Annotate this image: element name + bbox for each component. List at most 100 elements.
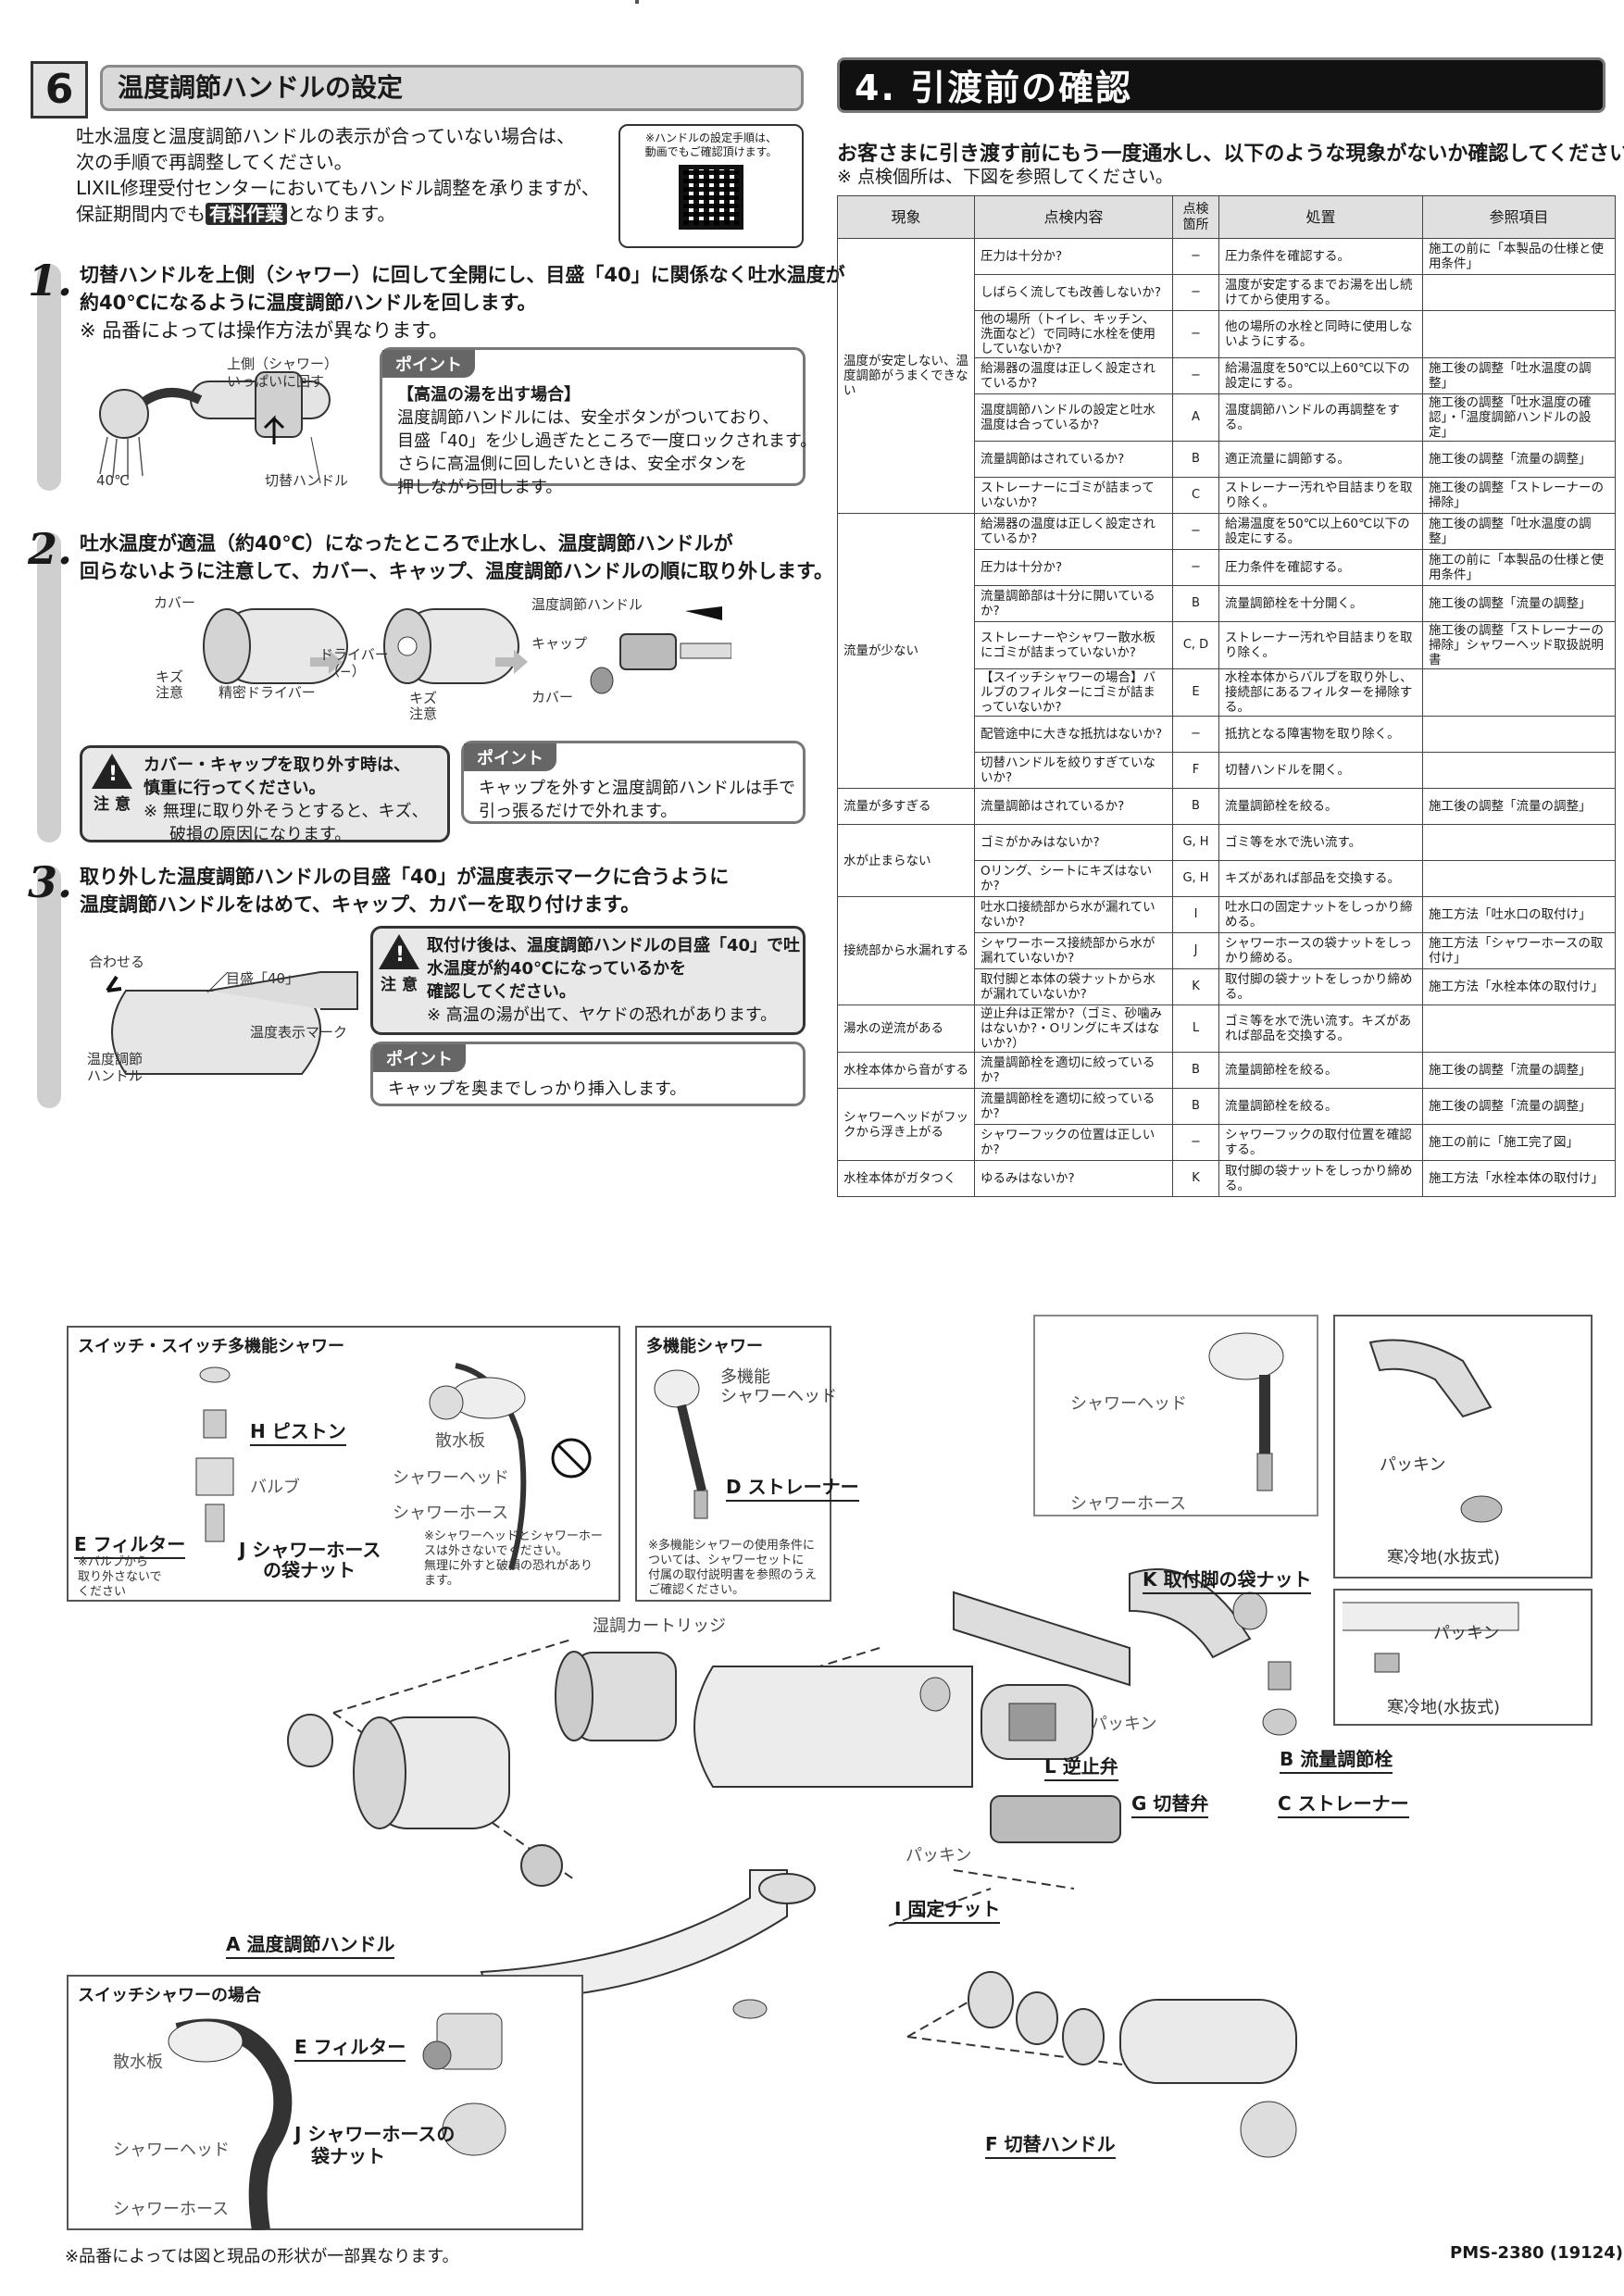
action-cell: 給湯温度を50℃以上60℃以下の設定にする。 <box>1218 357 1423 394</box>
step2-number: 2. <box>28 524 73 574</box>
reference-cell: 施工の前に「本製品の仕様と使用条件」 <box>1422 549 1616 586</box>
inset-switch-shower-case-drawing <box>168 2013 506 2230</box>
point-cell: − <box>1172 549 1219 586</box>
point-cell: − <box>1172 513 1219 550</box>
table-row: 湯水の逆流がある逆止弁は正常か?（ゴミ、砂噛みはないか?・Oリングにキズはないか… <box>837 1004 1616 1053</box>
point-cell: I <box>1172 896 1219 933</box>
point-cell: B <box>1172 1088 1219 1125</box>
reference-cell <box>1422 1004 1616 1053</box>
point-cell: B <box>1172 585 1219 622</box>
table-row: しばらく流しても改善しないか?−温度が安定するまでお湯を出し続けてから使用する。 <box>838 274 1616 311</box>
section4-title: 4. 引渡前の確認 <box>837 57 1605 113</box>
item-cell: 給湯器の温度は正しく設定されているか? <box>974 513 1173 550</box>
reference-cell: 施工の前に「本製品の仕様と使用条件」 <box>1422 238 1616 275</box>
point-cell: E <box>1172 668 1219 717</box>
paid-work-badge: 有料作業 <box>206 203 287 225</box>
reference-cell: 施工後の調整「吐水温度の確認」・「温度調節ハンドルの設定」 <box>1422 393 1616 442</box>
item-cell: しばらく流しても改善しないか? <box>974 274 1173 311</box>
inset-cold-region-1-drawing <box>1368 1339 1503 1523</box>
action-cell: ゴミ等を水で洗い流す。 <box>1218 824 1423 861</box>
item-cell: 逆止弁は正常か?（ゴミ、砂噛みはないか?・Oリングにキズはないか?） <box>974 1004 1173 1053</box>
inset-switch-shower-drawing <box>195 1363 592 1570</box>
item-cell: 【スイッチシャワーの場合】バルブのフィルターにゴミが詰まっていないか? <box>974 668 1173 717</box>
section-title: 温度調節ハンドルの設定 <box>100 65 804 111</box>
point-cell: B <box>1172 1052 1219 1089</box>
reference-cell: 施工後の調整「流量の調整」 <box>1422 1052 1616 1089</box>
symptom-cell: 流量が多すぎる <box>837 788 975 825</box>
item-cell: 温度調節ハンドルの設定と吐水温度は合っているか? <box>974 393 1173 442</box>
step3-caution-box: 注 意 取付け後は、温度調節ハンドルの目盛「40」で吐 水温度が約40℃になって… <box>370 926 806 1035</box>
item-cell: 流量調節はされているか? <box>974 788 1173 825</box>
item-cell: 流量調節はされているか? <box>974 441 1173 478</box>
table-row: 給湯器の温度は正しく設定されているか?−給湯温度を50℃以上60℃以下の設定にす… <box>838 357 1616 394</box>
point-cell: B <box>1172 441 1219 478</box>
warning-icon: 注 意 <box>379 934 419 1027</box>
step2-illustration <box>203 606 731 694</box>
action-cell: 流量調節栓を十分開く。 <box>1218 585 1423 622</box>
point-cell: L <box>1172 1004 1219 1053</box>
item-cell: 取付脚と本体の袋ナットから水が漏れていないか? <box>974 968 1173 1005</box>
point-cell: F <box>1172 752 1219 789</box>
reference-cell <box>1422 752 1616 789</box>
action-cell: シャワーフックの取付位置を確認する。 <box>1218 1124 1423 1161</box>
point-cell: − <box>1172 357 1219 394</box>
action-cell: シャワーホースの袋ナットをしっかり締める。 <box>1218 932 1423 969</box>
exploded-view-drawing <box>287 1568 1297 2158</box>
step3-text: 取り外した温度調節ハンドルの目盛「40」が温度表示マークに合うように 温度調節ハ… <box>80 866 730 916</box>
table-row: 他の場所（トイレ、キッチン、洗面など）で同時に水栓を使用していないか?−他の場所… <box>838 310 1616 358</box>
step1-point-box: ポイント 【高温の湯を出す場合】 温度調節ハンドルには、安全ボタンがついており、… <box>380 347 817 497</box>
item-cell: ゴミがかみはないか? <box>974 824 1173 861</box>
col-symptom: 現象 <box>837 195 975 239</box>
action-cell: 温度が安定するまでお湯を出し続けてから使用する。 <box>1218 274 1423 311</box>
qr-code-icon[interactable] <box>679 165 743 230</box>
reference-cell: 施工方法「水栓本体の取付け」 <box>1422 968 1616 1005</box>
section4-sub: ※ 点検個所は、下図を参照してください。 <box>837 167 1173 187</box>
point-cell: J <box>1172 932 1219 969</box>
symptom-cell: シャワーヘッドがフックから浮き上がる <box>837 1088 975 1161</box>
step3-number: 3. <box>28 857 73 907</box>
point-cell: − <box>1172 310 1219 358</box>
action-cell: キズがあれば部品を交換する。 <box>1218 860 1423 897</box>
symptom-cell: 湯水の逆流がある <box>837 1004 975 1053</box>
action-cell: ゴミ等を水で洗い流す。キズがあれば部品を交換する。 <box>1218 1004 1423 1053</box>
inset-shower-head-drawing <box>1208 1332 1284 1491</box>
reference-cell <box>1422 824 1616 861</box>
inspection-table: 現象 点検内容 点検箇所 処置 参照項目 温度が安定しない、温度調節がうまくでき… <box>837 195 1616 1197</box>
action-cell: 取付脚の袋ナットをしっかり締める。 <box>1218 968 1423 1005</box>
action-cell: 抵抗となる障害物を取り除く。 <box>1218 716 1423 753</box>
item-cell: ストレーナーにゴミが詰まっていないか? <box>974 477 1173 514</box>
step3-illustration <box>106 971 358 1075</box>
col-point: 点検箇所 <box>1172 195 1219 239</box>
symptom-cell: 水が止まらない <box>837 824 975 897</box>
reference-cell: 施工後の調整「流量の調整」 <box>1422 585 1616 622</box>
point-cell: − <box>1172 716 1219 753</box>
item-cell: 圧力は十分か? <box>974 238 1173 275</box>
item-cell: 流量調節部は十分に開いているか? <box>974 585 1173 622</box>
reference-cell: 施工方法「水栓本体の取付け」 <box>1422 1160 1616 1197</box>
table-row: 配管途中に大きな抵抗はないか?−抵抗となる障害物を取り除く。 <box>838 716 1616 753</box>
reference-cell: 施工後の調整「流量の調整」 <box>1422 441 1616 478</box>
action-cell: 流量調節栓を絞る。 <box>1218 1052 1423 1089</box>
point-cell: A <box>1172 393 1219 442</box>
section6-intro: 吐水温度と温度調節ハンドルの表示が合っていない場合は、 次の手順で再調整してくだ… <box>76 125 600 225</box>
item-cell: 流量調節栓を適切に絞っているか? <box>974 1088 1173 1125</box>
action-cell: 圧力条件を確認する。 <box>1218 549 1423 586</box>
col-reference: 参照項目 <box>1422 195 1616 239</box>
action-cell: 適正流量に調節する。 <box>1218 441 1423 478</box>
reference-cell: 施工後の調整「ストレーナーの掃除」シャワーヘッド取扱説明書 <box>1422 621 1616 669</box>
reference-cell <box>1422 860 1616 897</box>
point-cell: − <box>1172 1124 1219 1161</box>
action-cell: ストレーナー汚れや目詰まりを取り除く。 <box>1218 477 1423 514</box>
point-cell: − <box>1172 274 1219 311</box>
symptom-cell: 温度が安定しない、温度調節がうまくできない <box>837 238 975 514</box>
table-header-row: 現象 点検内容 点検箇所 処置 参照項目 <box>837 195 1616 239</box>
reference-cell: 施工後の調整「流量の調整」 <box>1422 788 1616 825</box>
